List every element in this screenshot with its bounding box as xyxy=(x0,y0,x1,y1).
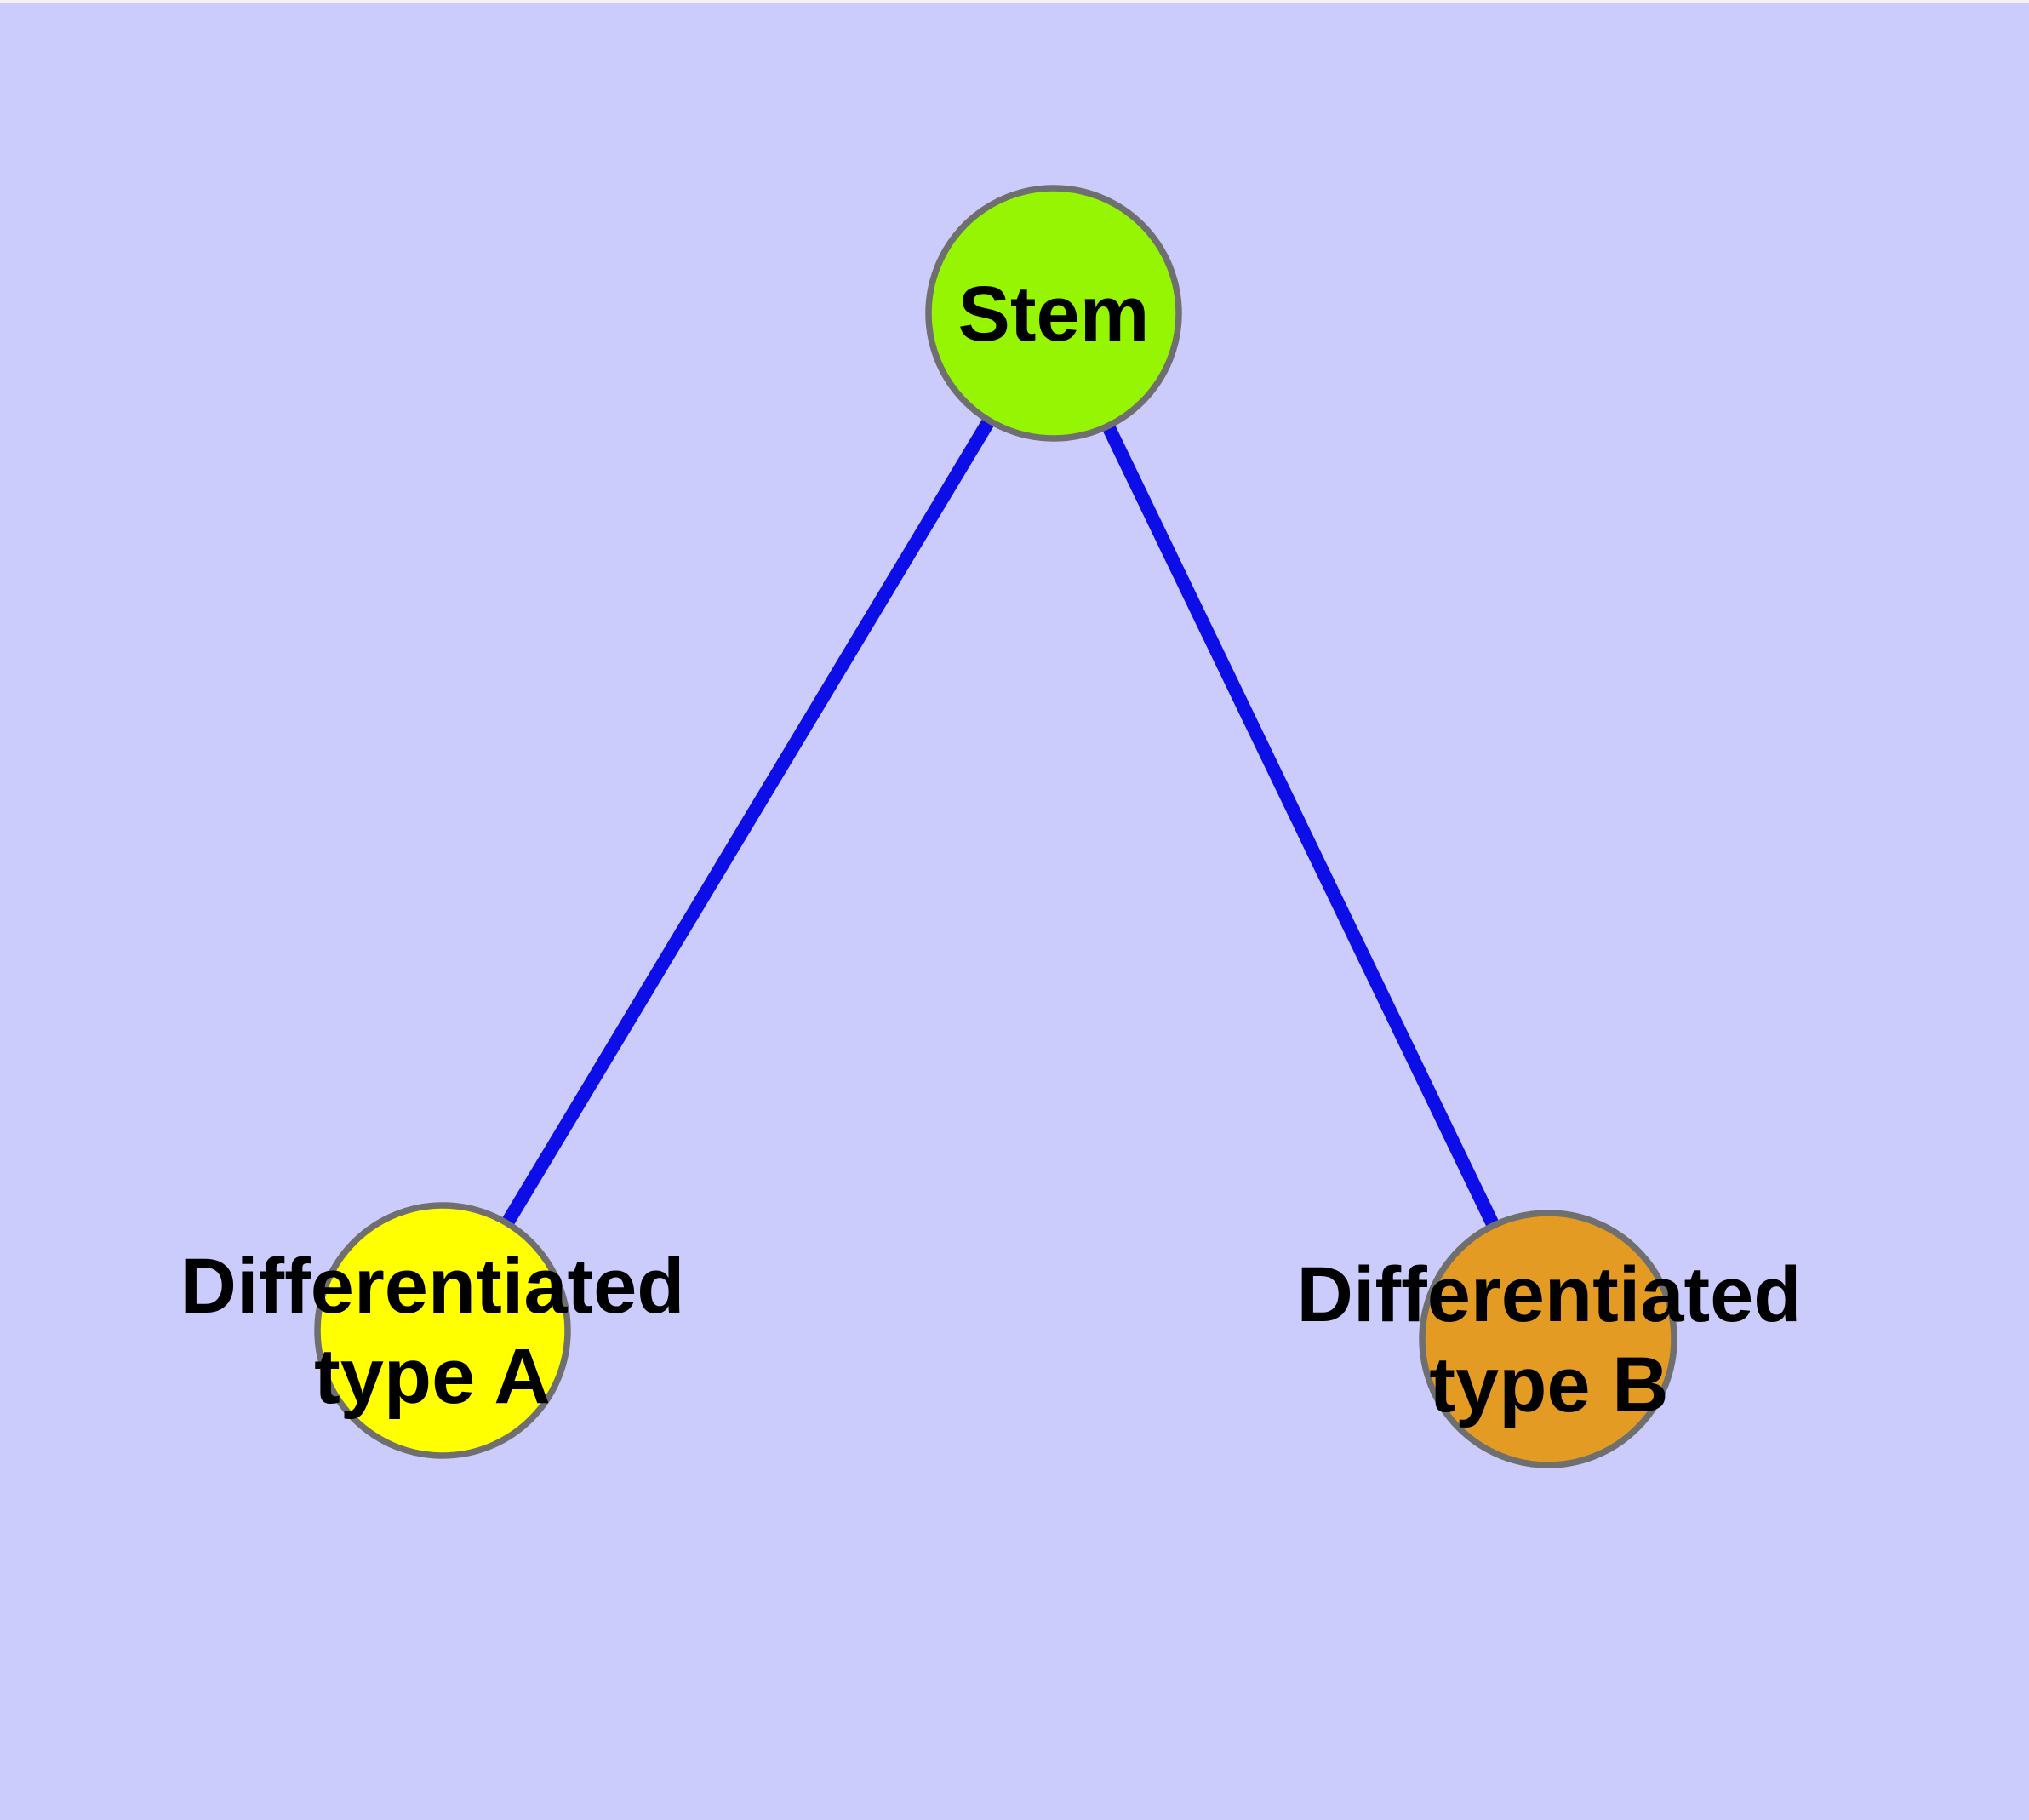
top-edge-highlight xyxy=(0,0,2029,3)
node-differentiated-type-a-circle xyxy=(314,1202,571,1459)
edge-stem-to-type-a xyxy=(437,309,1060,1335)
node-stem-circle xyxy=(925,185,1182,442)
edge-stem-to-type-b xyxy=(1047,310,1555,1342)
node-differentiated-type-b-circle xyxy=(1419,1210,1677,1468)
